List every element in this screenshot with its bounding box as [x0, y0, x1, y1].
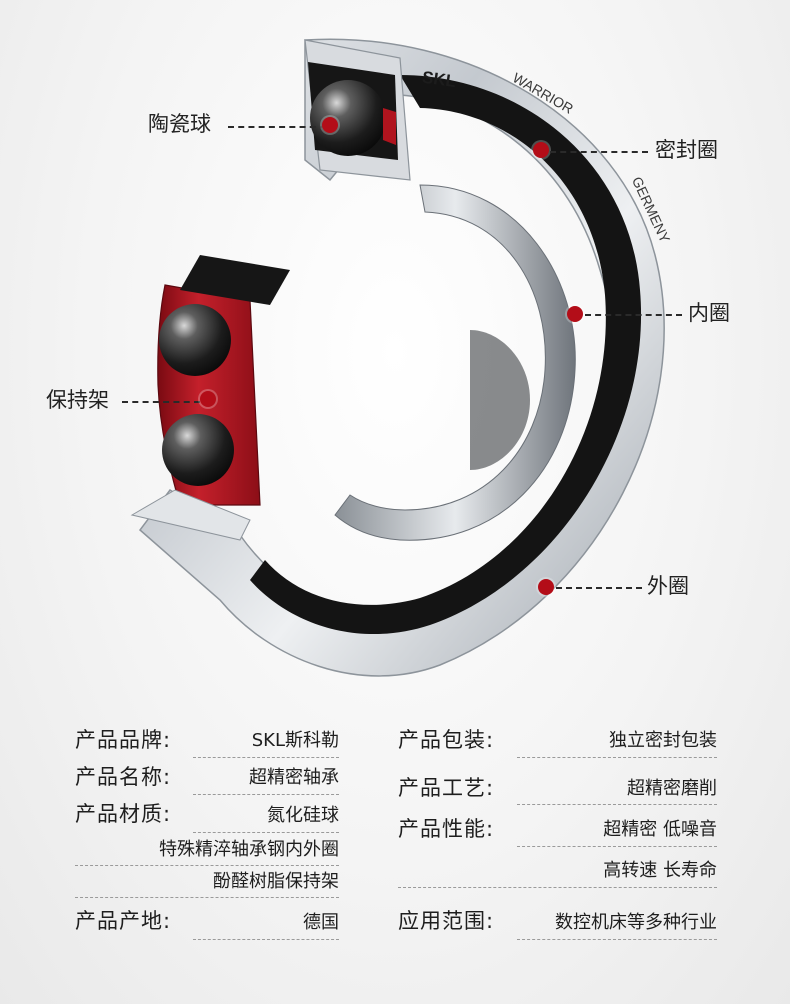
top-ceramic-ball	[310, 80, 386, 156]
callout-cage-label: 保持架	[46, 388, 109, 412]
spec-material-value-3: 酚醛树脂保持架	[213, 871, 339, 892]
spec-name-rule	[193, 794, 339, 795]
spec-material-value-2: 特殊精淬轴承钢内外圈	[159, 839, 339, 860]
spec-application-value: 数控机床等多种行业	[555, 912, 717, 933]
callout-ball-dot	[322, 117, 338, 133]
spec-performance-rule-1	[517, 846, 717, 847]
spec-brand-label: 产品品牌:	[75, 728, 172, 752]
spec-process-value: 超精密磨削	[627, 778, 717, 799]
callout-outer-ring-label: 外圈	[647, 574, 689, 598]
spec-material-label: 产品材质:	[75, 802, 172, 826]
outer-ring-shape	[138, 38, 665, 677]
spec-material-rule-1	[193, 832, 339, 833]
spec-performance-rule-2	[398, 887, 717, 888]
cage-ball-lower	[162, 414, 234, 486]
callout-seal-label: 密封圈	[655, 138, 718, 162]
spec-name-label: 产品名称:	[75, 765, 172, 789]
callout-inner-ring-label: 内圈	[688, 301, 730, 325]
callout-inner-ring-dot	[567, 306, 583, 322]
spec-brand-value: SKL斯科勒	[251, 730, 339, 751]
spec-material-rule-2	[75, 865, 339, 866]
spec-performance-value-2: 高转速 长寿命	[603, 860, 717, 881]
brand-logo-print: SKL	[421, 68, 457, 92]
spec-process-rule	[517, 804, 717, 805]
spec-packaging-label: 产品包装:	[398, 728, 495, 752]
callout-inner-ring-leader	[585, 314, 682, 316]
spec-brand-rule	[193, 757, 339, 758]
spec-packaging-rule	[517, 757, 717, 758]
spec-performance-label: 产品性能:	[398, 817, 495, 841]
inner-ring-face	[334, 184, 576, 541]
spec-packaging-value: 独立密封包装	[609, 730, 717, 751]
callout-outer-ring-dot	[538, 579, 554, 595]
callout-seal-leader	[550, 151, 648, 153]
top-cage-piece	[383, 108, 396, 145]
spec-material-rule-3	[75, 897, 339, 898]
spec-material-value-1: 氮化硅球	[267, 805, 339, 826]
spec-table: 产品品牌: SKL斯科勒 产品名称: 超精密轴承 产品材质: 氮化硅球 特殊精淬…	[0, 715, 790, 1004]
spec-application-rule	[517, 939, 717, 940]
bearing-illustration: SKL WARRIOR GERMENY 陶瓷球 密封圈 内圈 保持架 外圈	[46, 38, 730, 677]
inner-bore-shadow	[470, 330, 530, 470]
callout-outer-ring-leader	[556, 587, 642, 589]
spec-origin-rule	[193, 939, 339, 940]
bearing-cutaway-graphic: SKL WARRIOR GERMENY	[130, 38, 674, 677]
callout-ball-label: 陶瓷球	[148, 112, 211, 136]
callout-ball-leader	[228, 126, 326, 128]
callout-seal-dot	[533, 142, 549, 158]
spec-name-value: 超精密轴承	[249, 767, 339, 788]
spec-origin-label: 产品产地:	[75, 909, 172, 933]
spec-application-label: 应用范围:	[398, 909, 495, 933]
cage-top-seal	[180, 255, 290, 305]
bottom-steel-wedge	[130, 489, 251, 541]
spec-process-label: 产品工艺:	[398, 776, 495, 800]
spec-performance-value-1: 超精密 低噪音	[603, 819, 717, 840]
callout-cage-dot	[200, 391, 216, 407]
callout-cage-leader	[122, 401, 200, 403]
spec-origin-value: 德国	[303, 912, 339, 933]
cage-ball-upper	[159, 304, 231, 376]
